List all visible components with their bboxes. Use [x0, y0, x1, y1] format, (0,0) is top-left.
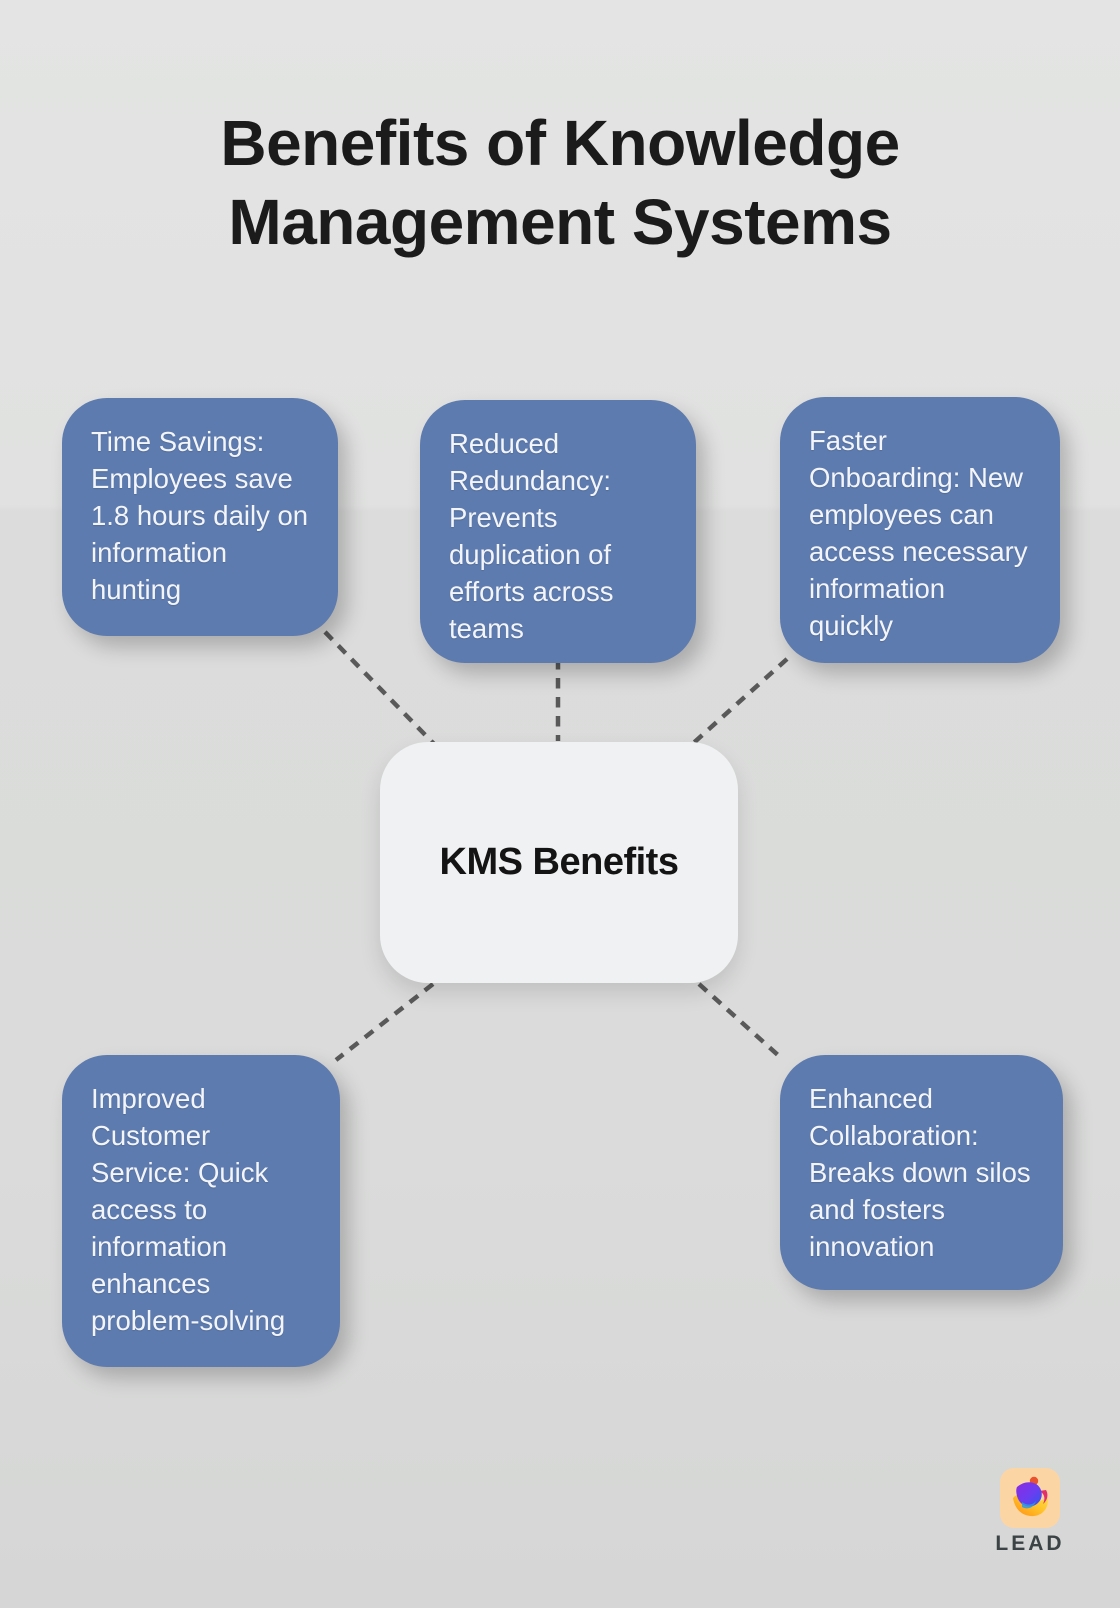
lead-ribbon-icon	[1000, 1468, 1060, 1528]
lead-logo: LEAD	[985, 1468, 1075, 1556]
connector-bottom-right	[697, 982, 781, 1058]
page-title: Benefits of Knowledge Management Systems	[0, 104, 1120, 262]
connector-bottom-left	[334, 982, 435, 1062]
lead-logo-text: LEAD	[995, 1532, 1065, 1555]
benefit-node-reduced-redundancy: Reduced Redundancy: Prevents duplication…	[420, 400, 696, 663]
benefit-node-enhanced-collaboration: Enhanced Collaboration: Breaks down silo…	[780, 1055, 1063, 1290]
benefit-node-faster-onboarding: Faster Onboarding: New employees can acc…	[780, 397, 1060, 663]
page-title-line-2: Management Systems	[228, 186, 892, 258]
center-node-kms-benefits: KMS Benefits	[380, 742, 738, 983]
connector-top-right	[687, 657, 789, 749]
center-node-label: KMS Benefits	[439, 841, 679, 883]
page-title-line-1: Benefits of Knowledge	[220, 107, 900, 179]
benefit-node-time-savings: Time Savings: Employees save 1.8 hours d…	[62, 398, 338, 636]
connector-top-left	[323, 630, 438, 748]
benefit-node-improved-customer-service: Improved Customer Service: Quick access …	[62, 1055, 340, 1367]
